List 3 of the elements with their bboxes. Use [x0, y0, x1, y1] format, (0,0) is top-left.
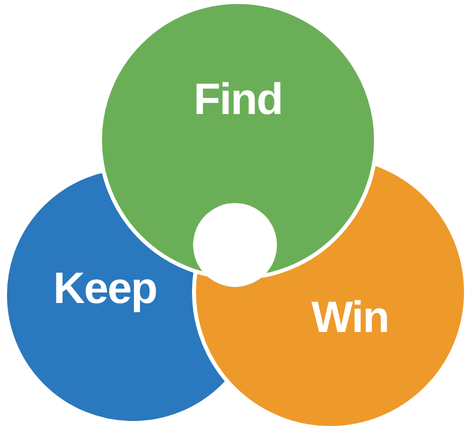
circle-label: Keep — [53, 264, 157, 314]
circle-label: Win — [311, 293, 389, 343]
circle-label: Find — [194, 75, 282, 125]
